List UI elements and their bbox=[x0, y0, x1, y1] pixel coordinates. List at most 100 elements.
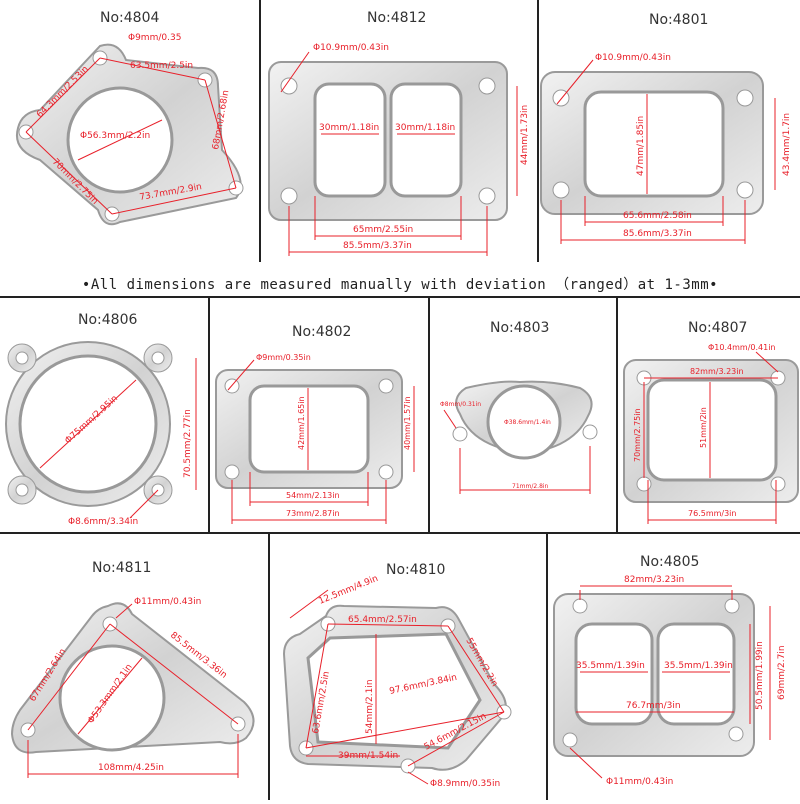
dim-label: Φ38.6mm/1.4in bbox=[504, 419, 551, 426]
dim-label: 44mm/1.73in bbox=[520, 105, 530, 165]
bolt-hole bbox=[724, 598, 740, 614]
dim-label: 65.4mm/2.57in bbox=[348, 615, 417, 625]
gasket-panel-4803: No:4803 Φ8mm/0.31in Φ38.6mm/1.4in 71mm/2… bbox=[430, 298, 616, 532]
model-label: No:4811 bbox=[92, 560, 152, 576]
bolt-hole bbox=[572, 598, 588, 614]
dim-label: Φ56.3mm/2.2in bbox=[80, 131, 150, 141]
gasket-4804-drawing: Φ9mm/0.35 63.5mm/2.5in 64.3mm/2.53in Φ56… bbox=[16, 33, 244, 226]
gasket-panel-4801: No:4801 Φ10.9mm/0.43in 47mm/1.85in 43.4m… bbox=[539, 0, 800, 262]
gasket-4812-drawing: Φ10.9mm/0.43in 30mm/1.18in 30mm/1.18in 4… bbox=[268, 43, 530, 256]
gasket-4803-drawing: Φ8mm/0.31in Φ38.6mm/1.4in 71mm/2.8in bbox=[440, 380, 598, 494]
bolt-hole bbox=[728, 726, 744, 742]
dim-label: Φ8mm/0.31in bbox=[440, 401, 481, 408]
model-label: No:4804 bbox=[100, 10, 160, 26]
divider-v-1 bbox=[259, 0, 261, 262]
dim-label: 82mm/3.23in bbox=[690, 367, 744, 376]
dim-label: 70.5mm/2.77in bbox=[183, 409, 193, 478]
gasket-panel-4804: No:4804 Φ9mm/0.35 63.5mm/2.5in 64.3mm/2.… bbox=[0, 0, 259, 262]
port-left bbox=[574, 622, 654, 726]
gasket-4802-drawing: Φ9mm/0.35in 42mm/1.65in 40mm/1.57in 54mm… bbox=[215, 353, 415, 524]
dim-label: 54mm/2.13in bbox=[286, 491, 340, 500]
dim-label: 12.5mm/4.9in bbox=[317, 574, 379, 607]
port-center bbox=[646, 378, 778, 482]
dim-label: 40mm/1.57in bbox=[403, 396, 412, 450]
bolt-hole bbox=[15, 483, 29, 497]
bolt-hole bbox=[478, 187, 496, 205]
dim-label: 85.5mm/3.37in bbox=[343, 241, 412, 251]
bolt-hole bbox=[562, 732, 578, 748]
divider-v-7 bbox=[546, 534, 548, 800]
model-label: No:4812 bbox=[367, 10, 427, 26]
gasket-panel-4802: No:4802 Φ9mm/0.35in 42mm/1.65in 40mm/1.5… bbox=[210, 298, 428, 532]
bolt-hole bbox=[151, 351, 165, 365]
port-center bbox=[248, 384, 370, 474]
dim-label: 43.4mm/1.7in bbox=[782, 113, 792, 176]
dim-label: 82mm/3.23in bbox=[624, 575, 684, 585]
bolt-hole bbox=[452, 426, 468, 442]
dim-label: Φ9mm/0.35in bbox=[256, 353, 311, 362]
dim-label: 65.6mm/2.58in bbox=[623, 211, 692, 221]
dim-label: 76.7mm/3in bbox=[626, 701, 681, 711]
gasket-panel-4805: No:4805 82mm/3.23in 35.5mm/1.39in 35.5mm… bbox=[548, 534, 800, 800]
measurement-note: •All dimensions are measured manually wi… bbox=[81, 277, 719, 293]
port-center bbox=[583, 90, 725, 198]
divider-h-2 bbox=[0, 532, 800, 534]
dim-label: 70mm/2.75in bbox=[633, 408, 642, 462]
model-label: No:4806 bbox=[78, 312, 138, 328]
gasket-panel-4807: No:4807 Φ10.4mm/0.41in 82mm/3.23in 70mm/… bbox=[618, 298, 800, 532]
gasket-4810-port bbox=[306, 632, 482, 750]
dim-label: 50.5mm/1.99in bbox=[755, 641, 765, 710]
gasket-panel-4812: No:4812 Φ10.9mm/0.43in 30mm/1.18in 30mm/… bbox=[261, 0, 537, 262]
dim-label: 35.5mm/1.39in bbox=[664, 661, 733, 671]
model-label: No:4810 bbox=[386, 562, 446, 578]
gasket-panel-4810: No:4810 12.5mm/4.9in 65.4mm/2.57in 55mm/… bbox=[270, 534, 546, 800]
dim-label: 63.5mm/2.5in bbox=[130, 61, 193, 71]
bolt-hole bbox=[736, 89, 754, 107]
dim-label: 69mm/2.7in bbox=[777, 645, 787, 700]
dim-label: 73mm/2.87in bbox=[286, 509, 340, 518]
divider-h-1 bbox=[0, 296, 800, 298]
gasket-4801-drawing: Φ10.9mm/0.43in 47mm/1.85in 43.4mm/1.7in … bbox=[540, 53, 792, 244]
gasket-4805-drawing: 82mm/3.23in 35.5mm/1.39in 35.5mm/1.39in … bbox=[553, 575, 787, 787]
dim-label: 47mm/1.85in bbox=[636, 116, 646, 176]
dim-label: 65mm/2.55in bbox=[353, 225, 413, 235]
bolt-hole bbox=[478, 77, 496, 95]
gasket-panel-4811: No:4811 Φ11mm/0.43in 67mm/2.64in 85.5mm/… bbox=[0, 534, 268, 800]
gasket-panel-4806: No:4806 Φ75mm/2.95in 70.5mm/2.77in Φ8.6m… bbox=[0, 298, 208, 532]
dim-label: Φ8.9mm/0.35in bbox=[430, 779, 500, 789]
gasket-4812-plate bbox=[268, 61, 508, 221]
dim-label: Φ8.6mm/3.34in bbox=[68, 517, 138, 527]
gasket-4810-drawing: 12.5mm/4.9in 65.4mm/2.57in 55mm/2.2in 97… bbox=[282, 574, 512, 789]
bolt-hole bbox=[280, 77, 298, 95]
dim-label: Φ11mm/0.43in bbox=[606, 777, 673, 787]
bolt-hole bbox=[378, 378, 394, 394]
dim-label: 76.5mm/3in bbox=[688, 509, 736, 518]
model-label: No:4803 bbox=[490, 320, 550, 336]
dim-label: Φ10.4mm/0.41in bbox=[708, 343, 776, 352]
bolt-hole bbox=[15, 351, 29, 365]
bolt-hole bbox=[378, 464, 394, 480]
model-label: No:4802 bbox=[292, 324, 352, 340]
dim-label: 30mm/1.18in bbox=[319, 123, 379, 133]
gasket-4811-drawing: Φ11mm/0.43in 67mm/2.64in 85.5mm/3.36in Φ… bbox=[10, 597, 255, 778]
bolt-hole bbox=[636, 476, 652, 492]
gasket-4803-bore bbox=[486, 384, 562, 460]
model-label: No:4807 bbox=[688, 320, 748, 336]
dim-label: 108mm/4.25in bbox=[98, 763, 164, 773]
port-right bbox=[389, 82, 463, 198]
dim-label: Φ11mm/0.43in bbox=[134, 597, 201, 607]
dim-label: 42mm/1.65in bbox=[297, 396, 306, 450]
bolt-hole bbox=[280, 187, 298, 205]
dim-label: 35.5mm/1.39in bbox=[576, 661, 645, 671]
dim-label: 39mm/1.54in bbox=[338, 751, 398, 761]
bolt-hole bbox=[582, 424, 598, 440]
port-right bbox=[656, 622, 736, 726]
bolt-hole bbox=[736, 181, 754, 199]
dim-label: Φ10.9mm/0.43in bbox=[313, 43, 389, 53]
dim-label: Φ9mm/0.35 bbox=[128, 33, 181, 43]
bolt-hole bbox=[224, 464, 240, 480]
dim-label: 85.6mm/3.37in bbox=[623, 229, 692, 239]
dim-label: 30mm/1.18in bbox=[395, 123, 455, 133]
divider-v-5 bbox=[616, 298, 618, 532]
bolt-hole bbox=[552, 181, 570, 199]
